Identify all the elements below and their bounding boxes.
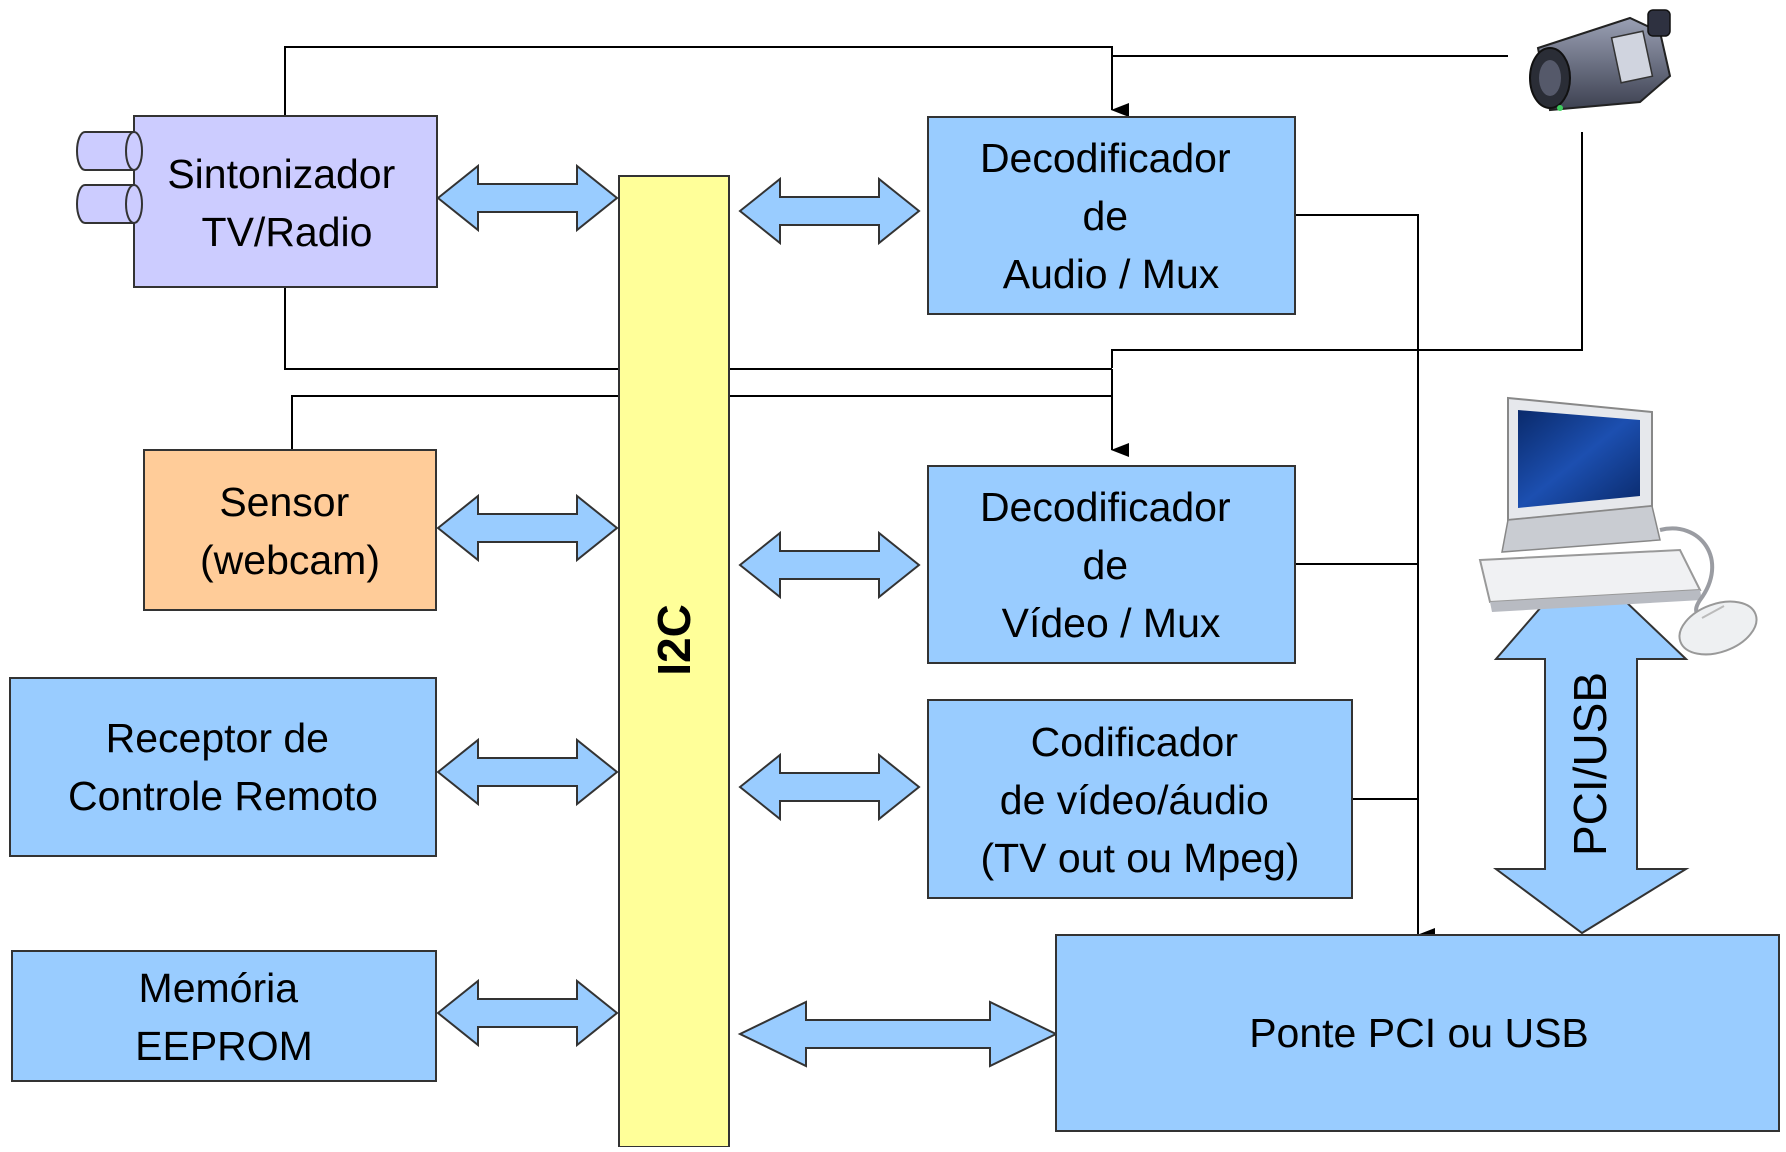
tuner-label-line2: TV/Radio (202, 209, 373, 255)
encoder-line3: (TV out ou Mpeg) (980, 835, 1299, 881)
svg-text:Decodificador de V: Decodificador de Vídeo / Mux (980, 484, 1242, 646)
tuner-label-line1: Sintonizador (167, 151, 395, 197)
i2c-bus: I2C (618, 175, 730, 1148)
block-sensor: Sensor (webcam) (143, 449, 437, 611)
audio-decoder-line3: Audio / Mux (1003, 251, 1220, 297)
svg-text:Receptor de Controle Rem: Receptor de Controle Remoto (68, 715, 378, 819)
arrow-remote-bus (436, 737, 619, 807)
wire-sensor-video (291, 395, 1112, 450)
desktop-computer-icon (1478, 396, 1758, 656)
wire-audio-bridge (1295, 214, 1435, 942)
wire-tuner-audio (284, 46, 1129, 117)
remote-label-line1: Receptor de (106, 715, 329, 761)
eeprom-label-line1: Memória (139, 965, 299, 1011)
block-remote-receiver: Receptor de Controle Remoto (9, 677, 437, 857)
signal-wires (284, 46, 1583, 942)
antenna-connector-icon (76, 131, 143, 224)
pci-usb-link: PCI/USB (1492, 558, 1690, 935)
bridge-label: Ponte PCI ou USB (1249, 1010, 1589, 1056)
sensor-label-line2: (webcam) (200, 537, 380, 583)
remote-label-line2: Controle Remoto (68, 773, 378, 819)
svg-text:Sensor (webcam): Sensor (webcam) (200, 479, 380, 583)
sensor-label-line1: Sensor (219, 479, 349, 525)
svg-text:Codificador de vídeo/áud: Codificador de vídeo/áudio (TV out ou Mp… (980, 719, 1299, 881)
block-eeprom: Memória EEPROM (11, 950, 437, 1082)
arrow-bus-bridge (737, 1000, 1059, 1068)
pci-usb-label: PCI/USB (1564, 672, 1616, 856)
encoder-line1: Codificador (1031, 719, 1238, 765)
audio-decoder-line1: Decodificador (980, 135, 1231, 181)
eeprom-label-line2: EEPROM (135, 1023, 313, 1069)
block-tuner: Sintonizador TV/Radio (76, 115, 438, 288)
svg-text:Decodificador de A: Decodificador de Audio / Mux (980, 135, 1242, 297)
wire-camera-video (1111, 132, 1583, 368)
audio-decoder-line2: de (1082, 193, 1128, 239)
wire-tuner-video (284, 287, 1112, 370)
arrow-bus-audio (738, 176, 921, 246)
arrow-sensor-bus (436, 493, 619, 563)
svg-text:Memória EEPROM: Memória EEPROM (135, 965, 313, 1069)
camcorder-icon (1529, 9, 1672, 112)
block-encoder: Codificador de vídeo/áudio (TV out ou Mp… (927, 699, 1353, 899)
block-audio-decoder: Decodificador de Audio / Mux (927, 116, 1296, 315)
arrow-bus-encoder (738, 752, 921, 822)
i2c-bus-label: I2C (648, 604, 700, 676)
arrow-bus-video (738, 530, 921, 600)
arrow-tuner-bus (436, 163, 619, 233)
video-decoder-line2: de (1082, 542, 1128, 588)
video-decoder-line3: Vídeo / Mux (1002, 600, 1221, 646)
arrow-eeprom-bus (436, 978, 619, 1048)
video-decoder-line1: Decodificador (980, 484, 1231, 530)
bus-arrows (436, 163, 1059, 1068)
block-video-decoder: Decodificador de Vídeo / Mux (927, 465, 1296, 664)
encoder-line2: de vídeo/áudio (1000, 777, 1269, 823)
svg-text:Sintonizador TV/Radio: Sintonizador TV/Radio (167, 151, 406, 255)
block-pci-usb-bridge: Ponte PCI ou USB (1055, 934, 1780, 1132)
